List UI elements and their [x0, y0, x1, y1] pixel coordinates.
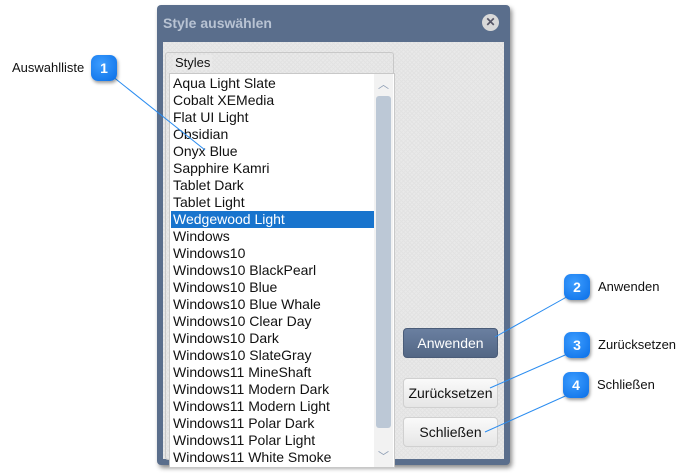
apply-button[interactable]: Anwenden: [403, 328, 498, 358]
list-item[interactable]: Wedgewood Light: [171, 211, 374, 228]
list-item[interactable]: Windows11 MineShaft: [173, 364, 312, 380]
callout-label-2: Anwenden: [598, 279, 660, 294]
scrollbar[interactable]: ︿ ﹀: [374, 74, 393, 467]
list-item[interactable]: Windows10: [173, 245, 246, 261]
list-item[interactable]: Tablet Dark: [173, 177, 244, 193]
callout-badge-3: 3: [564, 332, 590, 358]
style-dialog: Style auswählen ✕ Styles ︿ ﹀ Aqua Light …: [157, 5, 510, 468]
list-item[interactable]: Cobalt XEMedia: [173, 92, 275, 108]
callout-label-1: Auswahlliste: [12, 60, 85, 75]
scroll-up-icon[interactable]: ︿: [378, 79, 389, 91]
list-item[interactable]: Windows11 Modern Dark: [173, 381, 330, 397]
list-item[interactable]: Aqua Light Slate: [173, 75, 276, 91]
list-item[interactable]: Flat UI Light: [173, 109, 249, 125]
callout-label-4: Schließen: [597, 377, 655, 392]
close-icon[interactable]: ✕: [482, 14, 499, 31]
reset-button[interactable]: Zurücksetzen: [403, 378, 498, 408]
list-item[interactable]: Windows10 Dark: [173, 330, 279, 346]
list-item[interactable]: Windows11 Polar Light: [173, 432, 316, 448]
list-item[interactable]: Windows10 BlackPearl: [173, 262, 317, 278]
list-item[interactable]: Windows: [173, 228, 230, 244]
list-item[interactable]: Windows10 Clear Day: [173, 313, 312, 329]
list-item[interactable]: Tablet Light: [173, 194, 245, 210]
list-item[interactable]: Windows11 Modern Light: [173, 398, 330, 414]
list-item[interactable]: Windows11 White Smoke: [173, 449, 332, 465]
styles-legend: Styles: [173, 55, 213, 70]
callout-badge-1: 1: [91, 55, 117, 81]
list-item[interactable]: Windows11 Polar Dark: [173, 415, 315, 431]
list-item[interactable]: Windows10 Blue Whale: [173, 296, 321, 312]
list-item[interactable]: Windows10 SlateGray: [173, 347, 312, 363]
list-item[interactable]: Sapphire Kamri: [173, 160, 270, 176]
dialog-title: Style auswählen: [163, 15, 272, 31]
list-item[interactable]: Obsidian: [173, 126, 229, 142]
callout-badge-2: 2: [564, 274, 590, 300]
list-item[interactable]: Windows10 Blue: [173, 279, 278, 295]
callout-badge-4: 4: [563, 372, 589, 398]
close-button[interactable]: Schließen: [403, 417, 498, 447]
scrollbar-thumb[interactable]: [376, 96, 391, 428]
callout-label-3: Zurücksetzen: [598, 337, 677, 352]
scroll-down-icon[interactable]: ﹀: [378, 451, 389, 463]
list-item[interactable]: Onyx Blue: [173, 143, 238, 159]
